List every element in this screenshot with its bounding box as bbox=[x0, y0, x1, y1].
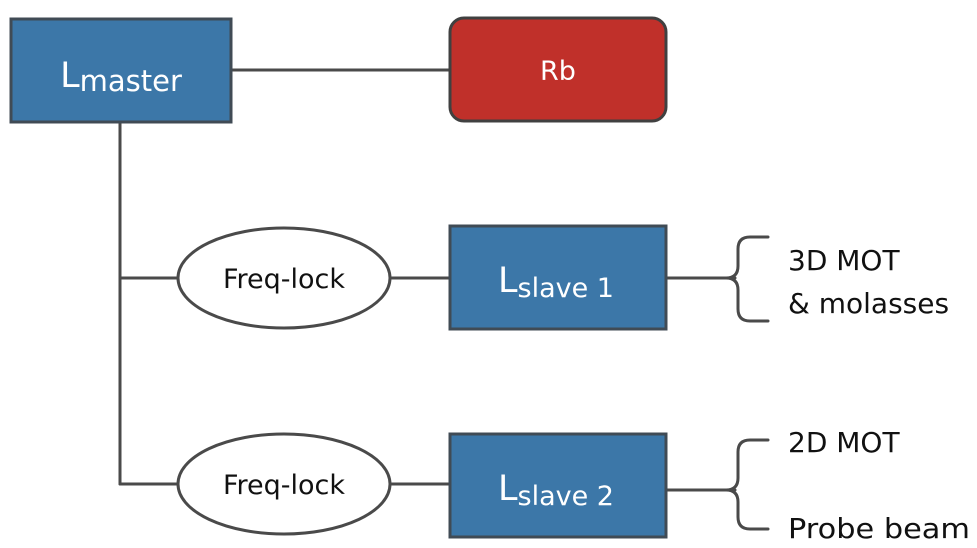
output-probe-beam-label: Probe beam bbox=[788, 512, 970, 545]
laser-slave-1-node: Lslave 1 bbox=[448, 224, 668, 331]
rb-cell-label: Rb bbox=[540, 56, 576, 87]
laser-slave-2-node: Lslave 2 bbox=[448, 432, 668, 539]
laser-slave-2-label: Lslave 2 bbox=[498, 469, 614, 512]
output-3d-mot-label: 3D MOT bbox=[788, 244, 900, 277]
laser-master-label: Lmaster bbox=[60, 56, 182, 98]
rb-cell-node: Rb bbox=[448, 16, 668, 123]
laser-slave-2-box bbox=[448, 432, 668, 539]
rb-cell-box bbox=[448, 16, 668, 123]
output-molasses-label: & molasses bbox=[788, 287, 949, 320]
connectors bbox=[118, 68, 770, 531]
output-2d-mot-label: 2D MOT bbox=[788, 426, 900, 459]
freq-lock-1-ellipse bbox=[176, 226, 392, 330]
slave1-output-brace bbox=[724, 235, 770, 323]
freq-lock-2-label: Freq-lock bbox=[223, 470, 345, 501]
freq-lock-2-node: Freq-lock bbox=[176, 432, 392, 536]
laser-slave-1-label: Lslave 1 bbox=[498, 261, 614, 304]
laser-master-box bbox=[9, 17, 233, 124]
freq-lock-1-label: Freq-lock bbox=[223, 264, 345, 295]
slave-2-outputs: 2D MOT Probe beam bbox=[788, 426, 970, 545]
slave-1-outputs: 3D MOT & molasses bbox=[788, 244, 949, 320]
slave2-output-brace bbox=[724, 438, 770, 531]
laser-master-node: Lmaster bbox=[9, 17, 233, 124]
laser-slave-1-box bbox=[448, 224, 668, 331]
freq-lock-2-ellipse bbox=[176, 432, 392, 536]
freq-lock-1-node: Freq-lock bbox=[176, 226, 392, 330]
